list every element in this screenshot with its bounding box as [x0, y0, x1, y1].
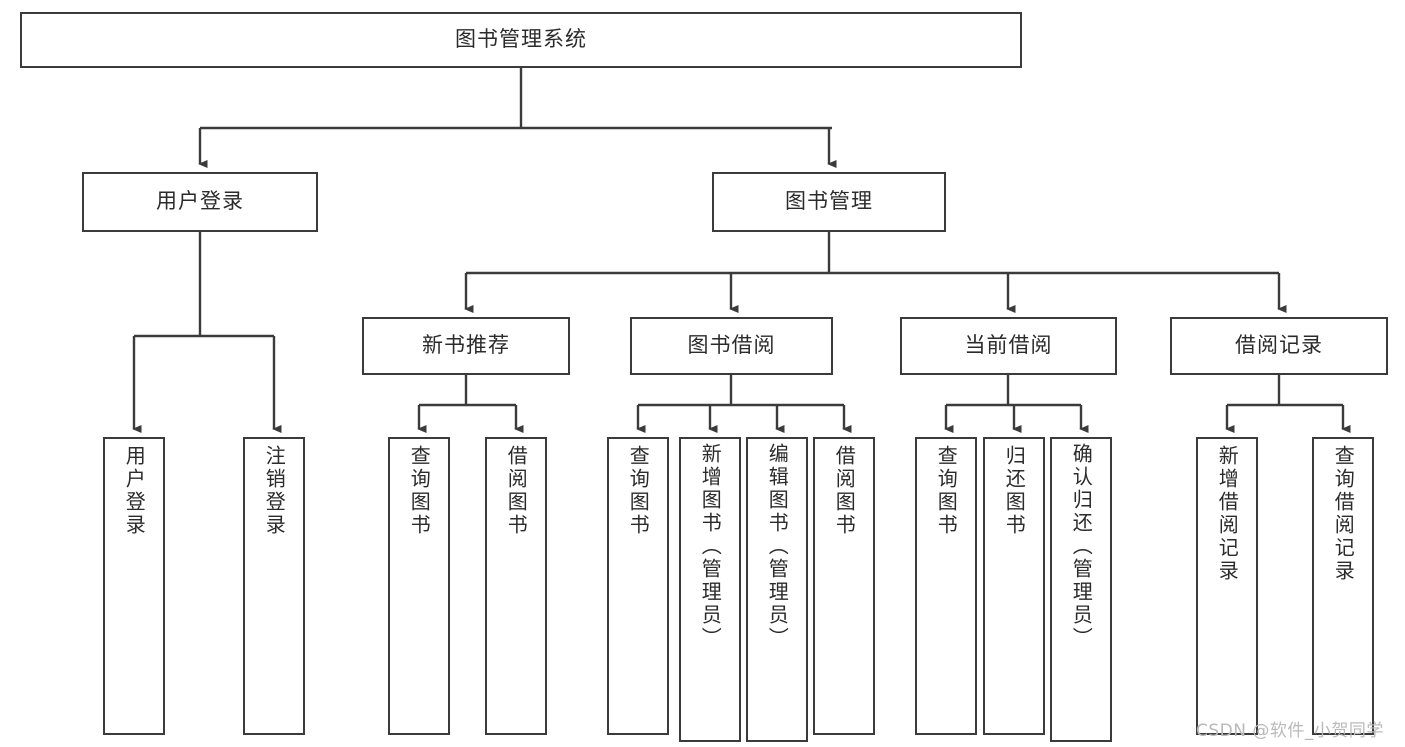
node-new-book-recommend[interactable]: 新书推荐 [362, 317, 570, 375]
node-leaf-query-book-cur[interactable]: 查询图书 [915, 437, 977, 735]
node-borrow-record[interactable]: 借阅记录 [1170, 317, 1388, 375]
node-leaf-return-book[interactable]: 归还图书 [983, 437, 1045, 735]
node-current-borrow-label: 当前借阅 [964, 333, 1053, 358]
node-book-manage-label: 图书管理 [785, 189, 873, 214]
node-leaf-borrow-book-rec-label: 借阅图书 [504, 445, 529, 537]
node-leaf-query-book-rec-label: 查询图书 [407, 445, 432, 537]
node-leaf-borrow-book[interactable]: 借阅图书 [813, 437, 875, 735]
node-leaf-borrow-book-label: 借阅图书 [832, 445, 857, 537]
node-leaf-add-book-admin[interactable]: 新增图书（管理员） [679, 437, 741, 742]
node-current-borrow[interactable]: 当前借阅 [900, 317, 1117, 375]
node-leaf-edit-book-admin-label: 编辑图书（管理员） [765, 443, 790, 650]
node-leaf-borrow-book-rec[interactable]: 借阅图书 [485, 437, 547, 735]
node-leaf-add-borrow-record-label: 新增借阅记录 [1215, 445, 1240, 583]
node-book-borrow-label: 图书借阅 [687, 333, 776, 358]
node-user-login[interactable]: 用户登录 [82, 172, 318, 232]
node-leaf-logout[interactable]: 注销登录 [243, 437, 305, 735]
node-leaf-query-book-borrow[interactable]: 查询图书 [607, 437, 669, 735]
node-leaf-confirm-return-admin[interactable]: 确认归还（管理员） [1050, 437, 1112, 742]
node-leaf-add-book-admin-label: 新增图书（管理员） [698, 443, 723, 650]
watermark: CSDN @软件_小贺同学 [1196, 721, 1384, 741]
node-leaf-query-book-cur-label: 查询图书 [934, 445, 959, 537]
node-leaf-query-borrow-record[interactable]: 查询借阅记录 [1312, 437, 1374, 735]
node-leaf-logout-label: 注销登录 [262, 445, 287, 537]
node-leaf-user-login[interactable]: 用户登录 [103, 437, 165, 735]
node-book-manage[interactable]: 图书管理 [712, 172, 946, 232]
node-book-borrow[interactable]: 图书借阅 [630, 317, 833, 375]
node-root[interactable]: 图书管理系统 [20, 12, 1022, 68]
node-leaf-return-book-label: 归还图书 [1002, 445, 1027, 537]
node-root-label: 图书管理系统 [455, 27, 587, 52]
node-leaf-query-book-borrow-label: 查询图书 [626, 445, 651, 537]
node-leaf-add-borrow-record[interactable]: 新增借阅记录 [1196, 437, 1258, 735]
node-new-book-recommend-label: 新书推荐 [422, 333, 510, 358]
node-leaf-user-login-label: 用户登录 [122, 445, 147, 537]
node-leaf-query-borrow-record-label: 查询借阅记录 [1331, 445, 1356, 583]
node-user-login-label: 用户登录 [156, 189, 244, 214]
node-leaf-confirm-return-admin-label: 确认归还（管理员） [1069, 443, 1094, 650]
node-borrow-record-label: 借阅记录 [1235, 333, 1323, 358]
node-leaf-edit-book-admin[interactable]: 编辑图书（管理员） [746, 437, 808, 742]
node-leaf-query-book-rec[interactable]: 查询图书 [388, 437, 450, 735]
